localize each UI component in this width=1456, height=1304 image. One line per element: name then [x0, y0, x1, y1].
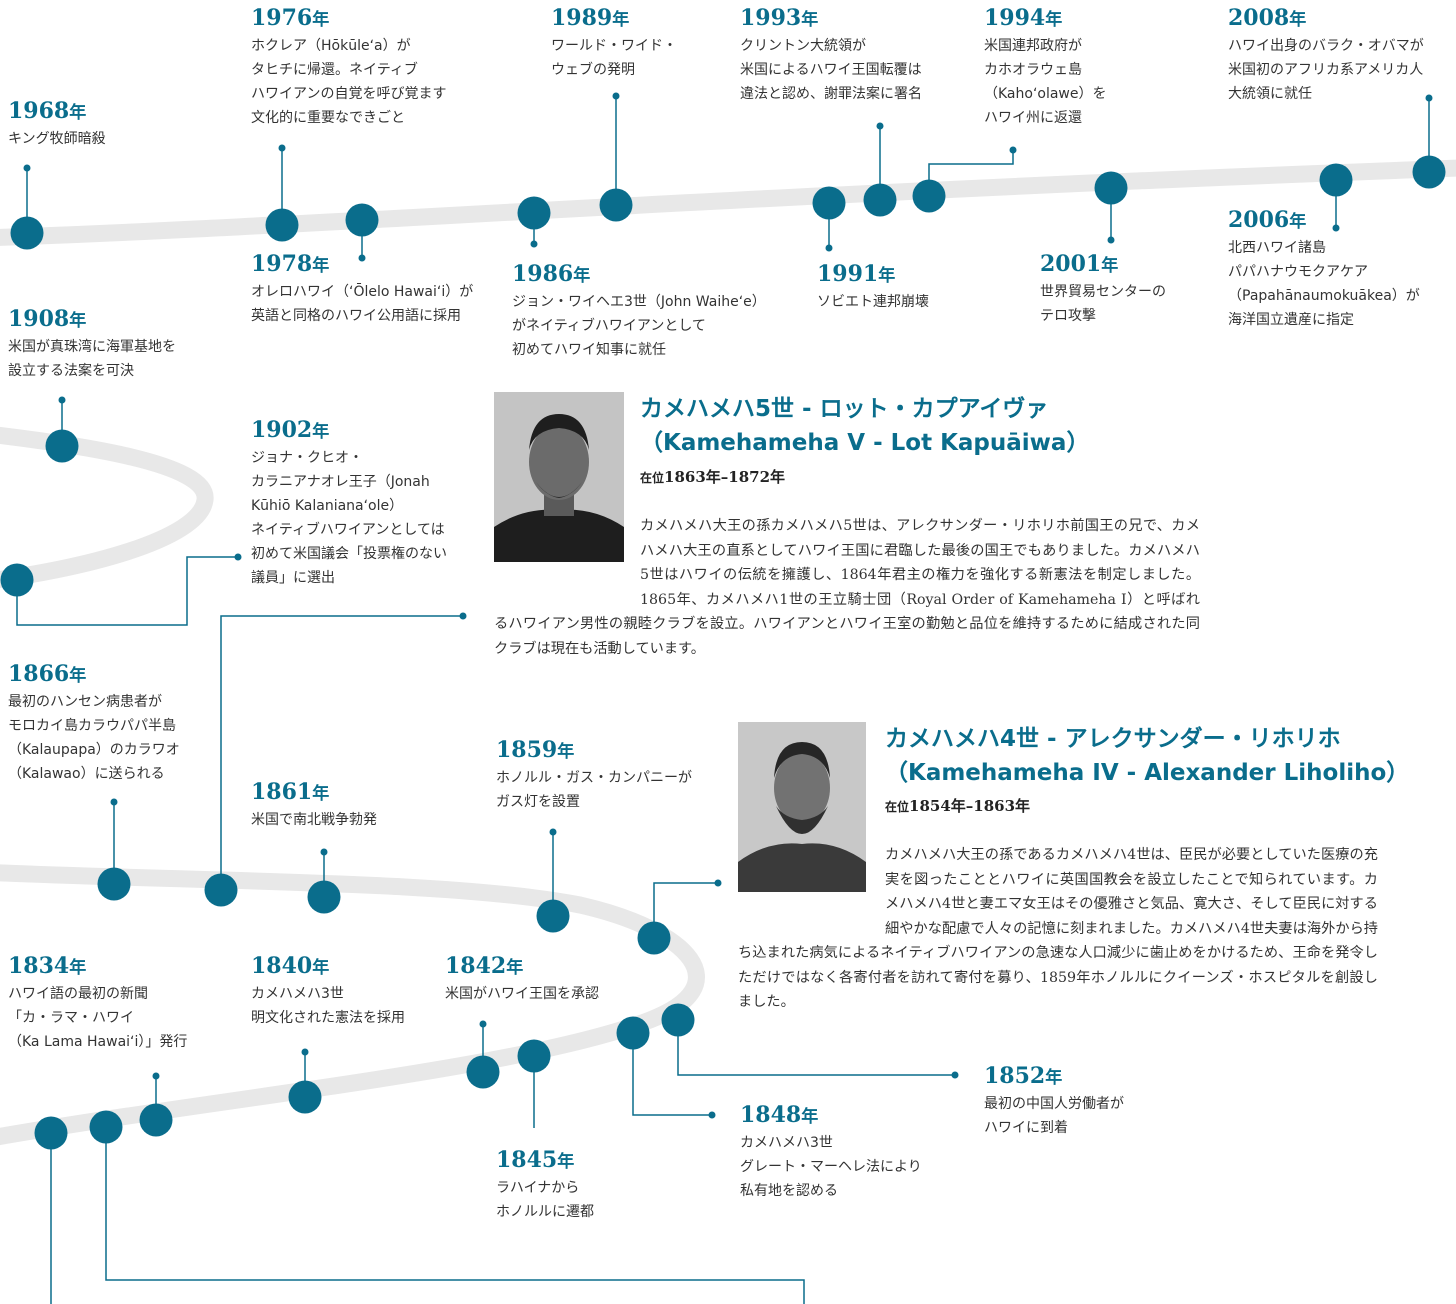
event-description: カメハメハ3世 グレート・マーヘレ法により 私有地を認める [740, 1135, 922, 1199]
timeline-dots [0, 92, 1446, 1150]
event-year: 1991 [817, 261, 879, 287]
event-year: 1976 [251, 5, 313, 31]
event-1994: 1994年 米国連邦政府が カホオラウェ島 （Kahoʻolawe）を ハワイ州… [984, 4, 1184, 130]
event-year: 1994 [984, 5, 1046, 31]
event-year: 1908 [8, 306, 70, 332]
event-description: 最初のハンセン病患者が モロカイ島カラウパパ半島 （Kalaupapa）のカラワ… [8, 694, 180, 782]
event-1845: 1845年 ラハイナから ホノルルに遷都 [496, 1146, 686, 1224]
event-1848: 1848年 カメハメハ3世 グレート・マーヘレ法により 私有地を認める [740, 1101, 960, 1203]
event-1842: 1842年 米国がハワイ王国を承認 [445, 952, 635, 1006]
event-1968: 1968年 キング牧師暗殺 [8, 97, 228, 151]
king-v-reign: 在位1863年–1872年 [640, 468, 786, 486]
king-iv-bio: カメハメハ大王の孫であるカメハメハ4世は、臣民が必要としていた医療の充実を図った… [738, 847, 1378, 1010]
event-description: ワールド・ワイド・ ウェブの発明 [551, 38, 677, 78]
event-1866: 1866年 最初のハンセン病患者が モロカイ島カラウパパ半島 （Kalaupap… [8, 660, 238, 786]
event-description: クリントン大統領が 米国によるハワイ王国転覆は 違法と認め、謝罪法案に署名 [740, 38, 922, 102]
event-description: 米国がハワイ王国を承認 [445, 986, 599, 1002]
event-description: ハワイ出身のバラク・オバマが 米国初のアフリカ系アメリカ人 大統領に就任 [1228, 38, 1424, 102]
portrait-kamehameha-v [494, 392, 624, 562]
event-year: 1978 [251, 251, 313, 277]
event-2001: 2001年 世界貿易センターの テロ攻撃 [1040, 250, 1210, 328]
event-year: 1840 [251, 953, 313, 979]
event-year: 1989 [551, 5, 613, 31]
event-1902: 1902年 ジョナ・クヒオ・ カラニアナオレ王子（Jonah Kūhiō Kal… [251, 416, 491, 590]
event-1991: 1991年 ソビエト連邦崩壊 [817, 260, 987, 314]
event-year: 1866 [8, 661, 70, 687]
event-year: 1848 [740, 1102, 802, 1128]
event-1861: 1861年 米国で南北戦争勃発 [251, 778, 441, 832]
event-description: キング牧師暗殺 [8, 131, 106, 147]
event-description: 米国が真珠湾に海軍基地を 設立する法案を可決 [8, 339, 176, 379]
event-2006: 2006年 北西ハワイ諸島 パパハナウモクアケア （Papahānaumokuā… [1228, 206, 1453, 332]
event-year: 1993 [740, 5, 802, 31]
king-iv-reign: 在位1854年–1863年 [885, 797, 1031, 815]
event-description: ホノルル・ガス・カンパニーが ガス灯を設置 [496, 770, 692, 810]
event-description: ハワイ語の最初の新聞 「カ・ラマ・ハワイ （Ka Lama Hawaiʻi）」発… [8, 986, 188, 1050]
event-1852: 1852年 最初の中国人労働者が ハワイに到着 [984, 1062, 1184, 1140]
event-description: 北西ハワイ諸島 パパハナウモクアケア （Papahānaumokuākea）が … [1228, 240, 1420, 328]
event-description: オレロハワイ（ʻŌlelo Hawaiʻi）が 英語と同格のハワイ公用語に採用 [251, 284, 474, 324]
event-1993: 1993年 クリントン大統領が 米国によるハワイ王国転覆は 違法と認め、謝罪法案… [740, 4, 960, 106]
event-description: 世界貿易センターの テロ攻撃 [1040, 284, 1166, 324]
event-year: 1902 [251, 417, 313, 443]
event-year: 1986 [512, 261, 574, 287]
event-description: 米国連邦政府が カホオラウェ島 （Kahoʻolawe）を ハワイ州に返還 [984, 38, 1107, 126]
event-2008: 2008年 ハワイ出身のバラク・オバマが 米国初のアフリカ系アメリカ人 大統領に… [1228, 4, 1453, 106]
event-year: 1852 [984, 1063, 1046, 1089]
king-v-bio: カメハメハ大王の孫カメハメハ5世は、アレクサンダー・リホリホ前国王の兄で、カメハ… [494, 518, 1201, 657]
event-year: 2008 [1228, 5, 1290, 31]
event-year: 1842 [445, 953, 507, 979]
event-description: ラハイナから ホノルルに遷都 [496, 1180, 594, 1220]
event-1834: 1834年 ハワイ語の最初の新聞 「カ・ラマ・ハワイ （Ka Lama Hawa… [8, 952, 238, 1054]
king-iv-title: カメハメハ4世 - アレクサンダー・リホリホ （Kamehameha IV - … [885, 726, 1410, 786]
event-year: 2001 [1040, 251, 1102, 277]
event-description: ホクレア（Hōkūleʻa）が タヒチに帰還。ネイティブ ハワイアンの自覚を呼び… [251, 38, 447, 126]
event-description: 米国で南北戦争勃発 [251, 812, 377, 828]
event-year: 2006 [1228, 207, 1290, 233]
event-1840: 1840年 カメハメハ3世 明文化された憲法を採用 [251, 952, 441, 1030]
event-description: ジョナ・クヒオ・ カラニアナオレ王子（Jonah Kūhiō Kalaniana… [251, 450, 447, 586]
event-1978: 1978年 オレロハワイ（ʻŌlelo Hawaiʻi）が 英語と同格のハワイ公… [251, 250, 511, 328]
event-1986: 1986年 ジョン・ワイヘエ3世（John Waiheʻe） がネイティブハワイ… [512, 260, 802, 362]
event-description: ソビエト連邦崩壊 [817, 294, 929, 310]
event-description: ジョン・ワイヘエ3世（John Waiheʻe） がネイティブハワイアンとして … [512, 294, 766, 358]
event-1976: 1976年 ホクレア（Hōkūleʻa）が タヒチに帰還。ネイティブ ハワイアン… [251, 4, 481, 130]
event-year: 1845 [496, 1147, 558, 1173]
event-year: 1861 [251, 779, 313, 805]
event-year: 1968 [8, 98, 70, 124]
event-year: 1834 [8, 953, 70, 979]
event-1908: 1908年 米国が真珠湾に海軍基地を 設立する法案を可決 [8, 305, 238, 383]
portrait-kamehameha-iv [738, 722, 866, 892]
event-1859: 1859年 ホノルル・ガス・カンパニーが ガス灯を設置 [496, 736, 726, 814]
event-description: カメハメハ3世 明文化された憲法を採用 [251, 986, 405, 1026]
event-1989: 1989年 ワールド・ワイド・ ウェブの発明 [551, 4, 721, 82]
event-description: 最初の中国人労働者が ハワイに到着 [984, 1096, 1124, 1136]
event-year: 1859 [496, 737, 558, 763]
king-v-title: カメハメハ5世 - ロット・カプアイヴァ （Kamehameha V - Lot… [640, 396, 1090, 456]
